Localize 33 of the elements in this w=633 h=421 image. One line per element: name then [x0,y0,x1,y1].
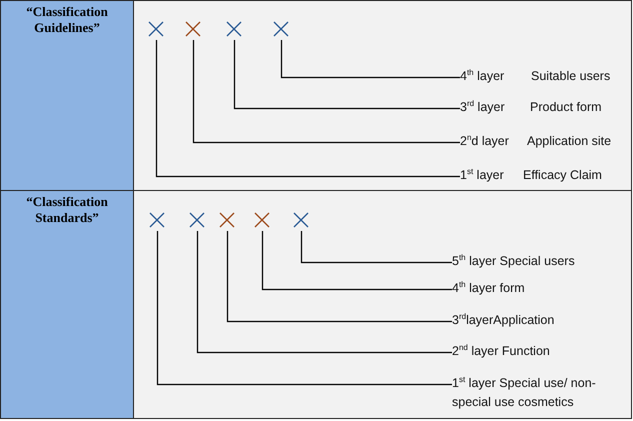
cross-mark [293,212,309,228]
layer-number: 2$^{n}$d layer [460,132,509,150]
layer-name: Application site [527,133,612,150]
layer-label: 3$^{rd}$layerApplication [452,311,627,331]
cross-mark [189,212,205,228]
cross-mark [148,21,164,37]
cross-mark [149,212,165,228]
leader-line [192,40,460,144]
leader-line [156,231,452,386]
leader-line [156,40,460,178]
leader-line [300,231,452,264]
leader-line [226,231,452,322]
layer-label: 1$^{st}$ layer Special use/ non-special use cosmetics [452,374,608,416]
layer-number: 4$^{th}$ layer [460,67,504,85]
layer-number: 3$^{rd}$ layer [460,98,505,116]
row-header: “Classification Standards” [0,190,134,419]
row-header: “Classification Guidelines” [0,0,134,191]
cross-mark [254,212,270,228]
leader-line [234,40,460,110]
leader-line [280,40,460,78]
leader-line [262,231,452,290]
layer-name: Efficacy Claim [523,167,602,184]
layer-name: Product form [530,99,602,116]
cross-mark [219,212,235,228]
layer-label: 2$^{nd}$ layer Function [452,342,627,362]
cross-mark [185,21,201,37]
cross-mark [273,21,289,37]
cross-mark [226,21,242,37]
layer-name: Suitable users [531,68,610,85]
layer-label: 5$^{th}$ layer Special users [452,252,627,272]
leader-line [196,231,452,354]
layer-label: 4$^{th}$ layer form [452,279,627,299]
layer-number: 1$^{st}$ layer [460,166,504,184]
